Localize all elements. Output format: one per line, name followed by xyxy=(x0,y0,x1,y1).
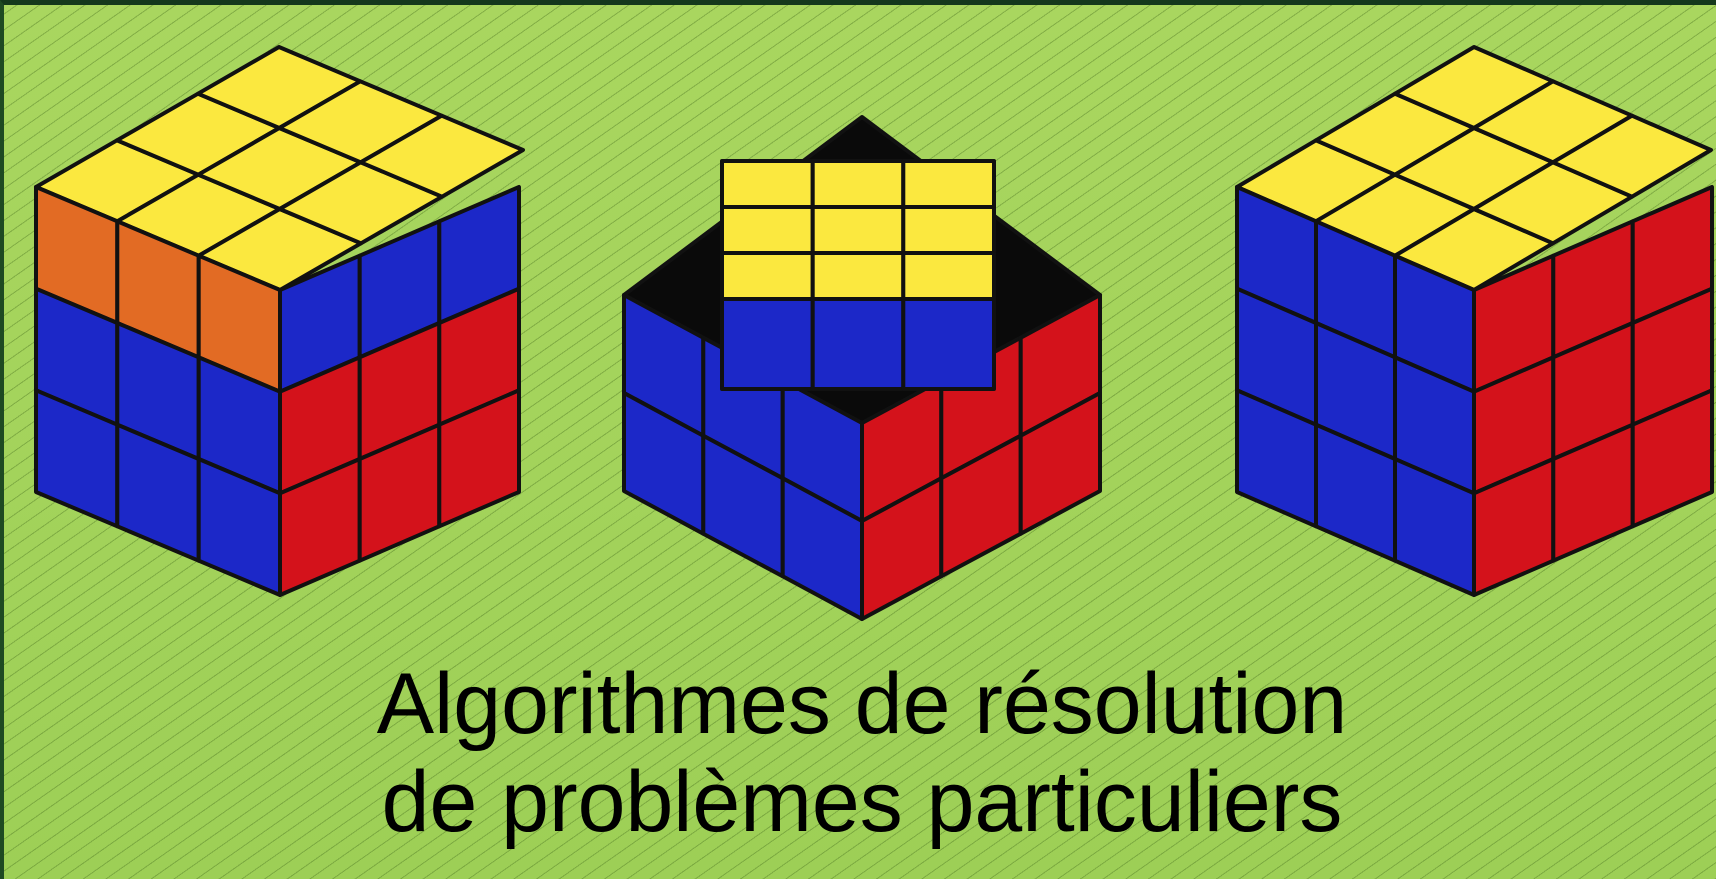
caption-line-2: de problèmes particuliers xyxy=(381,754,1343,850)
lifted-front-face-sticker xyxy=(720,297,815,391)
lifted-top-face-sticker xyxy=(810,159,906,209)
right-face-sticker xyxy=(437,388,521,529)
cube-top-layer-lifted xyxy=(622,115,1102,621)
top-face-sticker xyxy=(1551,113,1713,199)
cube-solved xyxy=(1235,45,1714,597)
lifted-top-face-sticker xyxy=(720,159,815,209)
lifted-top-face-sticker xyxy=(901,251,996,301)
lifted-top-face-sticker xyxy=(810,251,906,301)
lifted-top-face-sticker xyxy=(901,205,996,255)
cubes-illustration xyxy=(34,45,1714,621)
top-face-sticker xyxy=(358,113,525,199)
lifted-top-face-sticker xyxy=(810,205,906,255)
lifted-front-face-sticker xyxy=(901,297,996,391)
lifted-top-face-sticker xyxy=(720,205,815,255)
cube-top-layer-unsolved xyxy=(34,45,525,597)
lifted-top-face-sticker xyxy=(720,251,815,301)
caption-line-1: Algorithmes de résolution xyxy=(376,656,1348,752)
caption: Algorithmes de résolution de problèmes p… xyxy=(4,655,1716,851)
right-face-sticker xyxy=(1630,388,1714,529)
base-right-face-sticker xyxy=(1018,391,1102,536)
lifted-top-face-sticker xyxy=(901,159,996,209)
lifted-front-face-sticker xyxy=(810,297,906,391)
